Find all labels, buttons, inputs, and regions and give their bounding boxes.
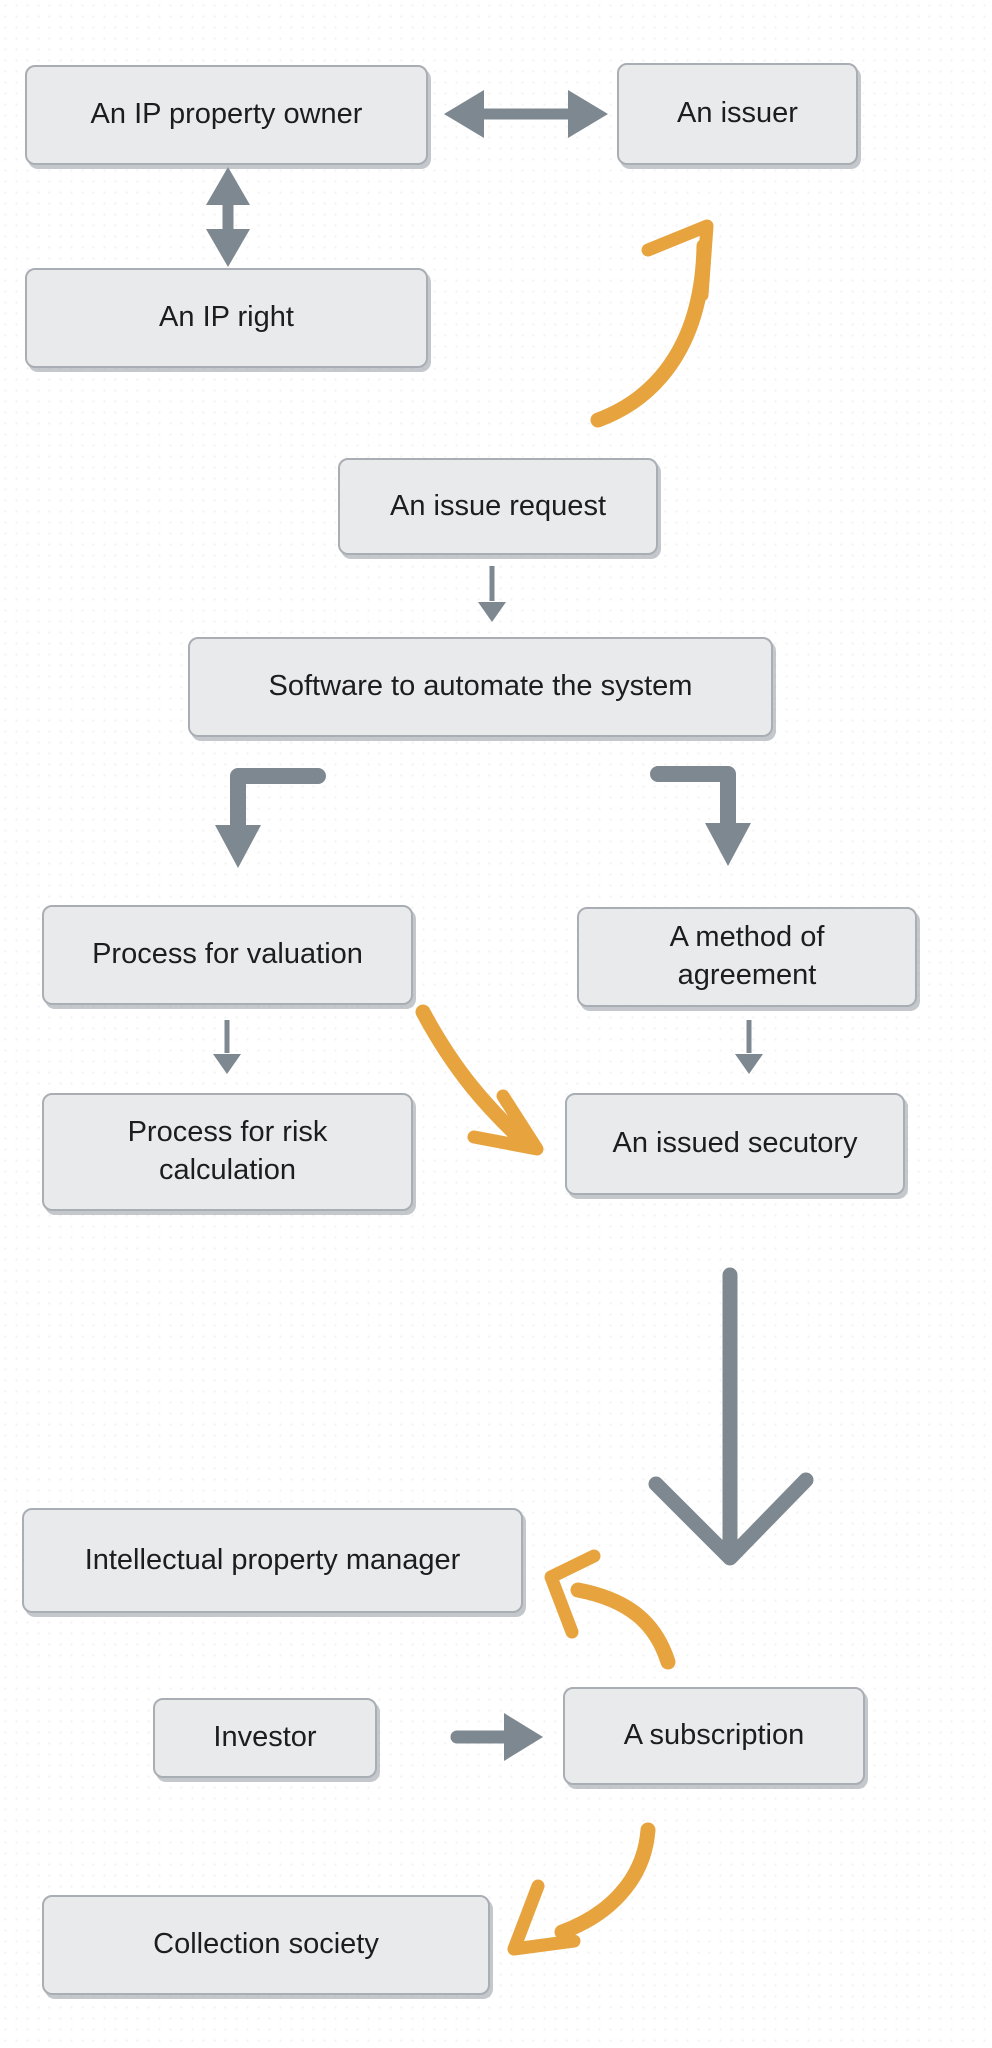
edge-valuation-secutory-orange-arrow [415, 1004, 544, 1156]
edge-software-valuation-elbow-arrow [215, 768, 326, 868]
edge-issuerequest-software-arrow [478, 566, 506, 622]
node-process-for-risk-calculation: Process for risk calculation [42, 1093, 413, 1211]
node-investor: Investor [153, 1698, 377, 1778]
node-ip-property-owner: An IP property owner [25, 65, 428, 165]
node-intellectual-property-manager-label: Intellectual property manager [84, 1543, 461, 1576]
node-issuer: An issuer [617, 63, 858, 165]
edge-software-method-arrowhead-icon [705, 823, 751, 866]
node-issued-secutory-label: An issued secutory [612, 1127, 858, 1160]
edge-issuerequest-issuer-curve [590, 238, 712, 428]
node-issue-request: An issue request [338, 458, 658, 555]
edge-owner-ipright-up-arrowhead-icon [206, 167, 250, 205]
edge-secutory-subscription-long-arrow [648, 1267, 814, 1566]
node-software-to-automate-label: Software to automate the system [268, 670, 693, 703]
edge-valuation-risk-arrow [213, 1020, 241, 1074]
edge-issuerequest-issuer-arrowhead-icon [641, 219, 714, 302]
edge-owner-issuer-double-arrow [444, 90, 608, 138]
edge-valuation-risk-arrowhead-icon [213, 1054, 241, 1074]
node-collection-society: Collection society [42, 1895, 490, 1995]
edge-owner-ipright-down-arrowhead-icon [206, 229, 250, 267]
edge-investor-subscription-arrow [450, 1713, 543, 1761]
edge-software-method-elbow-arrow [650, 766, 751, 866]
node-intellectual-property-manager: Intellectual property manager [22, 1508, 523, 1613]
edge-valuation-secutory-arrowhead-icon [467, 1089, 544, 1156]
edge-subscription-manager-arrowhead-icon [544, 1549, 601, 1639]
edge-subscription-collection-curve [554, 1822, 656, 1940]
node-process-for-valuation-label: Process for valuation [92, 938, 363, 971]
edge-issuerequest-software-arrowhead-icon [478, 602, 506, 622]
node-method-of-agreement: A method of agreement [577, 907, 917, 1007]
node-process-for-risk-calculation-label: Process for risk calculation [127, 1116, 328, 1186]
edge-subscription-manager-orange-arrow [544, 1549, 676, 1670]
edge-owner-issuer-right-arrowhead-icon [568, 90, 608, 138]
node-subscription-label: A subscription [623, 1719, 805, 1752]
node-ip-right-label: An IP right [159, 301, 294, 334]
edge-issuerequest-issuer-orange-arrow [590, 219, 714, 428]
edge-subscription-manager-curve [570, 1582, 676, 1670]
edge-owner-issuer-left-arrowhead-icon [444, 90, 484, 138]
node-investor-label: Investor [213, 1721, 317, 1754]
node-software-to-automate: Software to automate the system [188, 637, 773, 737]
edge-software-valuation-arrowhead-icon [215, 825, 261, 868]
edge-subscription-collection-arrowhead-icon [507, 1879, 581, 1956]
edge-secutory-subscription-arrowhead-icon [648, 1472, 814, 1566]
edge-software-method-shaft [650, 766, 736, 830]
edge-subscription-collection-orange-arrow [507, 1822, 656, 1956]
node-collection-society-label: Collection society [153, 1928, 379, 1961]
node-issue-request-label: An issue request [389, 489, 606, 522]
node-ip-property-owner-label: An IP property owner [90, 98, 363, 131]
node-issued-secutory: An issued secutory [565, 1093, 905, 1195]
node-method-of-agreement-label: A method of agreement [669, 921, 825, 991]
edge-investor-subscription-arrowhead-icon [504, 1713, 543, 1761]
node-issuer-label: An issuer [677, 97, 798, 130]
node-process-for-valuation: Process for valuation [42, 905, 413, 1005]
edge-valuation-secutory-curve [415, 1004, 530, 1148]
edge-owner-ipright-double-arrow [206, 167, 250, 267]
node-subscription: A subscription [563, 1687, 865, 1785]
edge-software-valuation-shaft [230, 768, 326, 832]
edge-method-secutory-arrowhead-icon [735, 1054, 763, 1074]
edge-method-secutory-arrow [735, 1020, 763, 1074]
node-ip-right: An IP right [25, 268, 428, 368]
